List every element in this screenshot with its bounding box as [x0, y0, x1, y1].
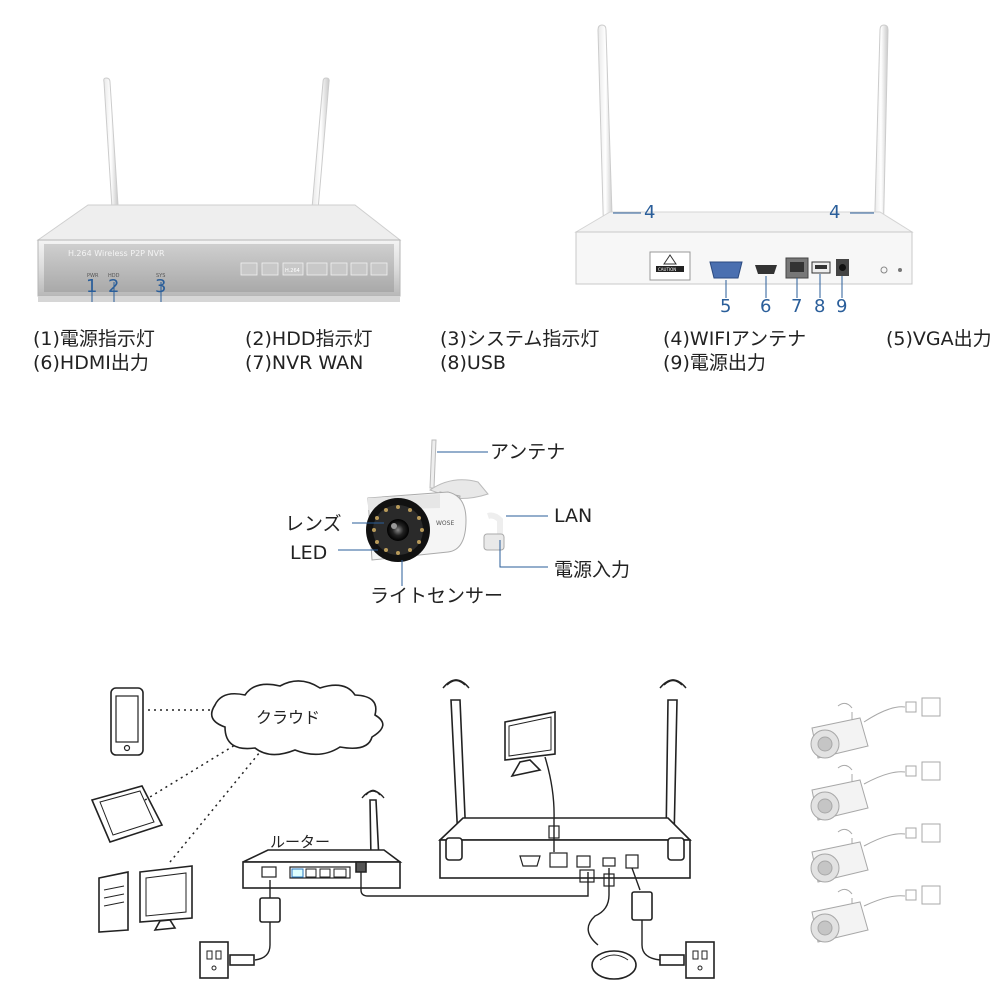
legend-item-9: (9)電源出力: [663, 352, 766, 374]
nvr-brand-text: H.264 Wireless P2P NVR: [68, 249, 165, 258]
callout-1: 1: [86, 276, 98, 297]
legend-item-5: (5)VGA出力: [886, 328, 992, 350]
callout-5: 5: [720, 296, 732, 317]
camera-led-label: LED: [290, 542, 328, 564]
router-wifi-icon: [361, 789, 385, 799]
camera-stack-item-1: [810, 697, 941, 759]
callout-8: 8: [814, 296, 826, 317]
camera-stack-item-2: [810, 761, 941, 821]
camera-brand: WOSE: [436, 520, 454, 527]
led-sys-label: SYS: [156, 273, 165, 279]
legend-item-2: (2)HDD指示灯: [245, 328, 373, 350]
dc-power-port: [836, 259, 849, 276]
tablet-icon: [90, 785, 164, 843]
legend-item-6: (6)HDMI出力: [33, 352, 149, 374]
legend-item-1: (1)電源指示灯: [33, 328, 155, 350]
nvr-icon: [438, 699, 692, 879]
nvr-back-view: CAUTION: [574, 24, 914, 298]
network-diagram: [90, 679, 715, 980]
router-power-adapter: [199, 880, 281, 979]
nvr-wifi-left-icon: [442, 679, 470, 689]
camera-stack-item-4: [810, 885, 941, 943]
cloud-label: クラウド: [256, 708, 321, 727]
camera-antenna-label: アンテナ: [490, 441, 566, 463]
callout-3: 3: [155, 276, 167, 297]
nvr-power-adapter: [631, 867, 715, 979]
vga-port: [709, 261, 743, 279]
ip-camera: WOSE: [338, 439, 548, 586]
callout-4-right: 4: [829, 202, 841, 223]
camera-power-in-label: 電源入力: [554, 559, 631, 581]
camera-stack-item-3: [810, 823, 941, 883]
nvr-front-view: H.264 Wireless P2P NVR PWR HDD SYS H.264: [36, 77, 402, 302]
legend-item-7: (7)NVR WAN: [245, 352, 364, 374]
legend-item-8: (8)USB: [440, 352, 506, 374]
callout-6: 6: [760, 296, 772, 317]
mouse-icon: [587, 868, 637, 980]
callout-9: 9: [836, 296, 848, 317]
camera-lan-label: LAN: [554, 505, 593, 527]
router-icon: [242, 799, 403, 889]
desktop-pc-icon: [98, 865, 193, 933]
callout-2: 2: [108, 276, 120, 297]
cloud-links: [144, 709, 261, 863]
cloud-icon: [210, 680, 384, 756]
monitor-icon: [504, 711, 556, 778]
camera-lens-label: レンズ: [285, 513, 342, 535]
front-antenna-right: [311, 77, 330, 211]
camera-light-sensor-label: ライトセンサー: [370, 585, 504, 607]
smartphone-icon: [110, 687, 144, 756]
usb-port: [811, 261, 831, 274]
front-panel-buttons: [240, 262, 388, 276]
caution-label: CAUTION: [658, 267, 676, 272]
camera-stack: [810, 697, 941, 943]
router-label: ルーター: [270, 833, 331, 851]
hdmi-port: [755, 265, 777, 274]
h264-button-label: H.264: [285, 268, 300, 274]
callout-4-left: 4: [644, 202, 656, 223]
led-pwr-label: PWR: [87, 273, 99, 279]
legend-item-4: (4)WIFIアンテナ: [663, 328, 807, 350]
legend-item-3: (3)システム指示灯: [440, 328, 600, 350]
front-antenna-left: [103, 77, 119, 209]
callout-7: 7: [791, 296, 803, 317]
lan-port: [785, 257, 809, 279]
nvr-wifi-right-icon: [659, 679, 687, 689]
led-hdd-label: HDD: [108, 273, 120, 279]
